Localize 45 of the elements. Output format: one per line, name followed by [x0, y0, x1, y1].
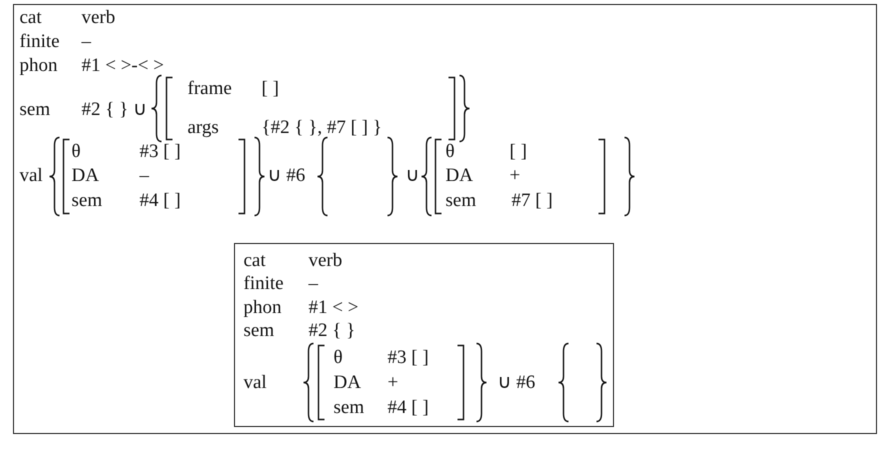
feature-value: verb — [308, 250, 342, 272]
feature-name: finite — [244, 272, 284, 294]
feature-name: finite — [20, 30, 60, 52]
feature-name: args — [188, 116, 219, 138]
feature-value: #2 { } ∪ — [82, 98, 147, 120]
feature-value: – — [82, 30, 91, 52]
union-symbol: ∪ — [406, 164, 420, 186]
feature-value: #1 < > — [308, 296, 358, 318]
feature-name: val — [20, 164, 43, 186]
feature-name: sem — [334, 396, 364, 418]
feature-name: phon — [20, 54, 58, 76]
feature-name: θ — [72, 140, 81, 162]
feature-name: phon — [244, 296, 282, 318]
feature-name: DA — [334, 372, 361, 394]
feature-value: #3 [ ] — [140, 140, 181, 162]
feature-value: #1 < >-< > — [82, 54, 164, 76]
feature-value: ∪ #6 — [268, 164, 306, 186]
feature-name: cat — [20, 6, 42, 28]
feature-name: sem — [72, 190, 102, 212]
feature-value: {#2 { }, #7 [ ] } — [262, 116, 382, 138]
feature-value: + — [510, 164, 520, 186]
feature-value: – — [308, 272, 318, 294]
feature-value: [ ] — [510, 140, 527, 162]
feature-structure-box — [234, 243, 614, 427]
feature-value: #4 [ ] — [388, 396, 429, 418]
feature-value: ∪ #6 — [498, 372, 536, 394]
feature-name: θ — [446, 140, 455, 162]
feature-value: + — [388, 372, 398, 394]
feature-name: sem — [244, 320, 274, 342]
feature-value: #3 [ ] — [388, 346, 429, 368]
feature-name: cat — [244, 250, 266, 272]
feature-structure-box — [13, 4, 877, 434]
feature-name: DA — [72, 164, 99, 186]
feature-value: #2 { } — [308, 320, 356, 342]
feature-value: #7 [ ] — [512, 190, 553, 212]
feature-name: frame — [188, 78, 232, 100]
feature-value: #4 [ ] — [140, 190, 181, 212]
feature-name: sem — [446, 190, 476, 212]
feature-value: verb — [82, 6, 116, 28]
feature-name: DA — [446, 164, 473, 186]
feature-name: sem — [20, 98, 50, 120]
feature-value: [ ] — [262, 78, 279, 100]
feature-name: val — [244, 372, 267, 394]
feature-name: θ — [334, 346, 343, 368]
feature-value: – — [140, 164, 149, 186]
